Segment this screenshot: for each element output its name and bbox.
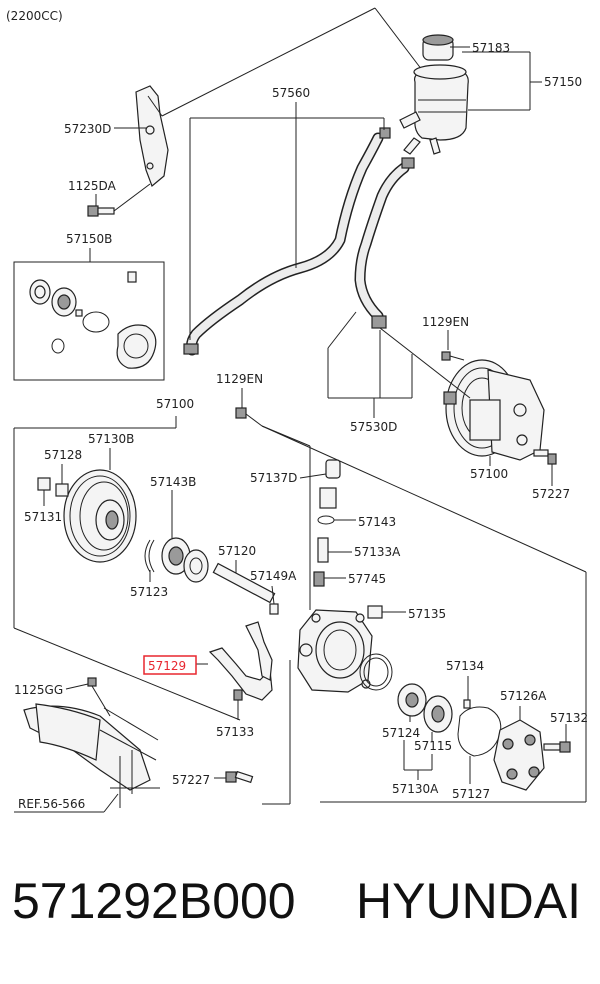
cam-ring-57115: 57115 xyxy=(414,695,453,753)
label-1129EN-top: 1129EN xyxy=(422,315,469,361)
label-57745: 57745 xyxy=(313,571,386,587)
label-1125DA: 1125DA xyxy=(68,179,117,206)
engine-label: (2200CC) xyxy=(6,9,63,23)
svg-text:57137D: 57137D xyxy=(250,471,297,485)
svg-text:57129: 57129 xyxy=(148,659,186,673)
label-57123: 57123 xyxy=(130,539,168,599)
label-57227-top: 57227 xyxy=(532,449,570,501)
pump-housing xyxy=(297,609,373,693)
svg-text:57130A: 57130A xyxy=(392,782,439,796)
svg-text:57132: 57132 xyxy=(550,711,588,725)
svg-text:57560: 57560 xyxy=(272,86,310,100)
part-number: 571292B000 xyxy=(12,873,296,929)
svg-text:57230D: 57230D xyxy=(64,122,111,136)
label-57143: 57143 xyxy=(317,487,396,529)
svg-text:57745: 57745 xyxy=(348,572,386,586)
label-1125GG: 1125GG xyxy=(14,677,111,717)
bracket-57230D xyxy=(135,85,169,188)
svg-text:57227: 57227 xyxy=(172,773,210,787)
label-57130B: 57130B xyxy=(88,432,134,446)
hose-right xyxy=(354,157,415,329)
label-57135: 57135 xyxy=(367,605,446,621)
svg-text:57133: 57133 xyxy=(216,725,254,739)
label-57137D: 57137D xyxy=(250,459,341,485)
label-57149A: 57149A xyxy=(250,569,297,605)
svg-text:57135: 57135 xyxy=(408,607,446,621)
svg-text:57143B: 57143B xyxy=(150,475,196,489)
svg-text:1125GG: 1125GG xyxy=(14,683,63,697)
svg-text:57150: 57150 xyxy=(544,75,582,89)
svg-text:1129EN: 1129EN xyxy=(422,315,469,329)
svg-text:57183: 57183 xyxy=(472,41,510,55)
label-57100-left: 57100 xyxy=(156,397,194,411)
svg-text:57130B: 57130B xyxy=(88,432,134,446)
label-57131: 57131 xyxy=(24,477,62,524)
pump-assembly xyxy=(443,359,545,461)
svg-text:57124: 57124 xyxy=(382,726,420,740)
label-57227-bottom: 57227 xyxy=(172,770,254,787)
label-57150: 57150 xyxy=(462,51,582,111)
o-ring xyxy=(359,653,393,691)
svg-text:57150B: 57150B xyxy=(66,232,112,246)
svg-text:57126A: 57126A xyxy=(500,689,547,703)
svg-text:57115: 57115 xyxy=(414,739,452,753)
frame-lines-top xyxy=(161,7,423,117)
svg-text:57100: 57100 xyxy=(470,467,508,481)
hose-left xyxy=(183,127,391,356)
label-57128: 57128 xyxy=(44,448,82,497)
svg-text:57120: 57120 xyxy=(218,544,256,558)
pipe-57129 xyxy=(196,621,273,701)
label-57230D: 57230D xyxy=(64,122,146,136)
cover-57126A: 57126A xyxy=(493,689,547,791)
svg-text:57530D: 57530D xyxy=(350,420,397,434)
label-57100-right: 57100 xyxy=(470,456,508,481)
svg-text:57143: 57143 xyxy=(358,515,396,529)
label-57130A: 57130A xyxy=(392,740,439,796)
svg-text:57123: 57123 xyxy=(130,585,168,599)
label-57560: 57560 xyxy=(189,86,385,340)
bolt-57132: 57132 xyxy=(543,711,588,753)
svg-text:57128: 57128 xyxy=(44,448,82,462)
svg-text:1125DA: 1125DA xyxy=(68,179,117,193)
brand-name: HYUNDAI xyxy=(356,873,582,929)
label-57530D: 57530D xyxy=(327,311,471,434)
kit-57150B: 57150B xyxy=(13,232,165,381)
svg-text:57133A: 57133A xyxy=(354,545,401,559)
svg-text:57149A: 57149A xyxy=(250,569,297,583)
label-57183: 57183 xyxy=(450,41,510,55)
svg-text:57127: 57127 xyxy=(452,787,490,801)
label-1129EN-mid: 1129EN xyxy=(216,372,263,427)
pulley-57130B xyxy=(63,448,137,563)
svg-text:57131: 57131 xyxy=(24,510,62,524)
label-ref: REF.56-566 xyxy=(14,793,119,813)
label-57133: 57133 xyxy=(216,700,254,739)
footer: 571292B000 HYUNDAI xyxy=(0,872,600,952)
rotor-57124: 57124 xyxy=(382,683,427,740)
label-57143B: 57143B xyxy=(150,475,209,583)
svg-text:57134: 57134 xyxy=(446,659,484,673)
label-57133A: 57133A xyxy=(317,537,401,563)
shaft-57120: 57120 xyxy=(212,544,279,615)
label-57134: 57134 xyxy=(446,659,484,709)
reservoir-tank xyxy=(399,34,469,155)
mount-bracket xyxy=(23,703,160,808)
svg-text:57100: 57100 xyxy=(156,397,194,411)
svg-text:REF.56-566: REF.56-566 xyxy=(18,797,85,811)
svg-text:57227: 57227 xyxy=(532,487,570,501)
svg-text:1129EN: 1129EN xyxy=(216,372,263,386)
exploded-frame xyxy=(13,416,587,805)
gasket-57127: 57127 xyxy=(452,706,502,801)
highlight-box-57129: 57129 xyxy=(143,655,197,675)
bolt-1125DA xyxy=(87,183,151,217)
